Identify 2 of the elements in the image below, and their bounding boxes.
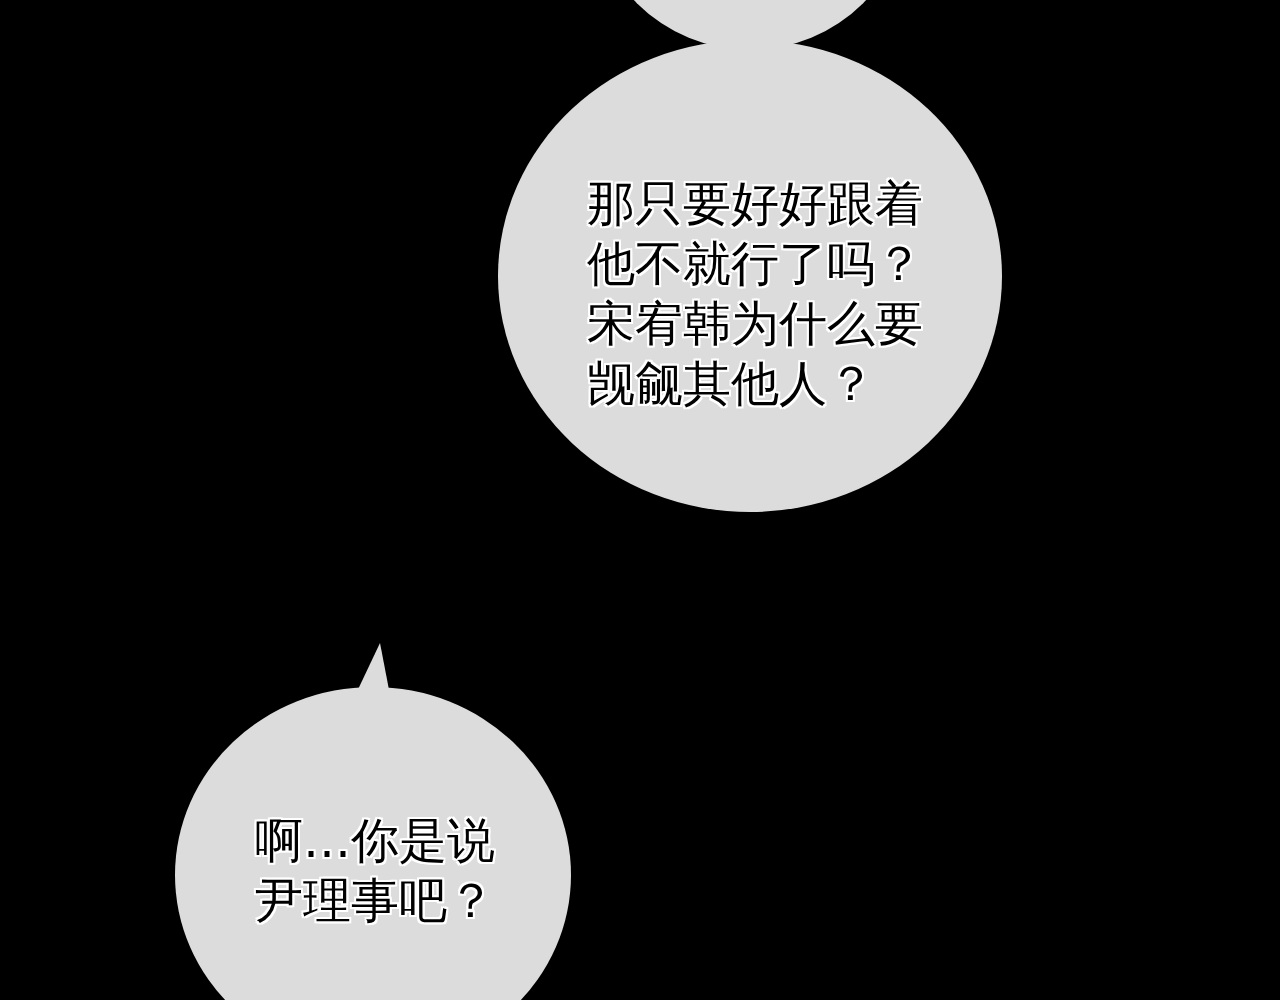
speech-text: 那只要好好跟着他不就行了吗？宋宥韩为什么要觊觎其他人？ xyxy=(587,174,924,413)
speech-text: 啊…你是说尹理事吧？ xyxy=(255,811,496,930)
